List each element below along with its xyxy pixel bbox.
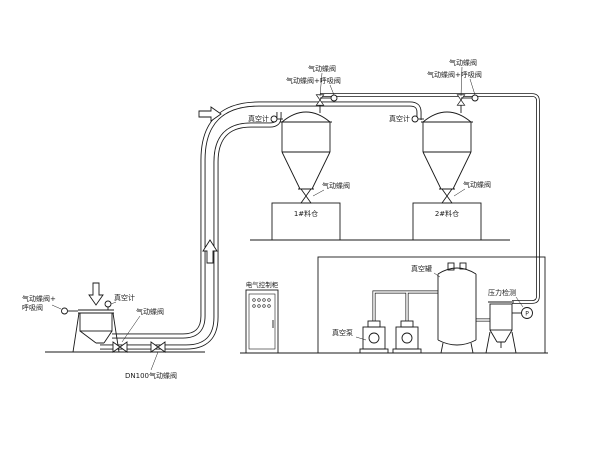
pressure-gauge-icon <box>521 307 533 319</box>
pressure-gauge-letter: P <box>525 311 529 318</box>
flow-arrow-up-icon <box>202 239 218 264</box>
receiver-1-discharge-valve-label: 气动蝶阀 <box>322 181 350 190</box>
feed-arrow-down-icon <box>88 282 104 306</box>
feeder-vacuum-gauge-icon <box>104 300 112 308</box>
receiver-2-bin-label: 2#料仓 <box>435 209 459 218</box>
receiver-2-vacuum-gauge-label: 真空计 <box>389 114 410 123</box>
receiver-1-vacuum-gauge-label: 真空计 <box>248 114 269 123</box>
receiver-2-breather-label: 气动蝶阀+呼吸阀 <box>427 70 482 79</box>
pump-suction-header-pipe <box>372 290 490 322</box>
control-cabinet-label: 电气控制柜 <box>246 280 279 289</box>
material-pipe-to-receiver2 <box>112 101 422 339</box>
dn100-valve-label: DN100气动蝶阀 <box>125 371 177 380</box>
feeder-vacuum-gauge-label: 真空计 <box>114 293 135 302</box>
material-pipe-to-receiver1 <box>100 112 282 350</box>
vacuum-tank-label: 真空罐 <box>411 264 432 273</box>
pressure-detect-label: 压力检测 <box>488 288 516 297</box>
receiver-2: 2#料仓 <box>412 95 481 240</box>
inline-filter <box>485 301 517 354</box>
dn100-valve-icon <box>150 341 166 353</box>
vacuum-pump-2 <box>392 320 422 354</box>
vacuum-tank <box>437 262 477 354</box>
pump-room-outline <box>317 256 546 354</box>
feeder-breather-label-line2: 呼吸阀 <box>22 303 43 312</box>
feeder-breather-label-line1: 气动蝶阀+ <box>22 294 56 303</box>
receiver-2-discharge-valve-label: 气动蝶阀 <box>463 180 491 189</box>
receiver-1-bin-label: 1#料仓 <box>294 209 318 218</box>
feeder-discharge-valve-icon <box>112 341 128 353</box>
receiver-1-top-valve-label: 气动蝶阀 <box>308 64 336 73</box>
flow-arrow-right-icon <box>198 106 222 122</box>
vacuum-pump-1 <box>359 320 389 354</box>
receiver-2-top-valve-label: 气动蝶阀 <box>449 58 477 67</box>
vacuum-manifold-pipe <box>320 93 540 304</box>
feeder-hopper <box>61 300 120 353</box>
vacuum-pump-label: 真空泵 <box>332 328 353 337</box>
feeder-valve-label: 气动蝶阀 <box>136 307 164 316</box>
control-cabinet <box>245 289 279 354</box>
receiver-1: 1#料仓 <box>271 95 340 240</box>
receiver-1-breather-label: 气动蝶阀+呼吸阀 <box>286 76 341 85</box>
feeder-breather-valve-icon <box>61 307 68 315</box>
